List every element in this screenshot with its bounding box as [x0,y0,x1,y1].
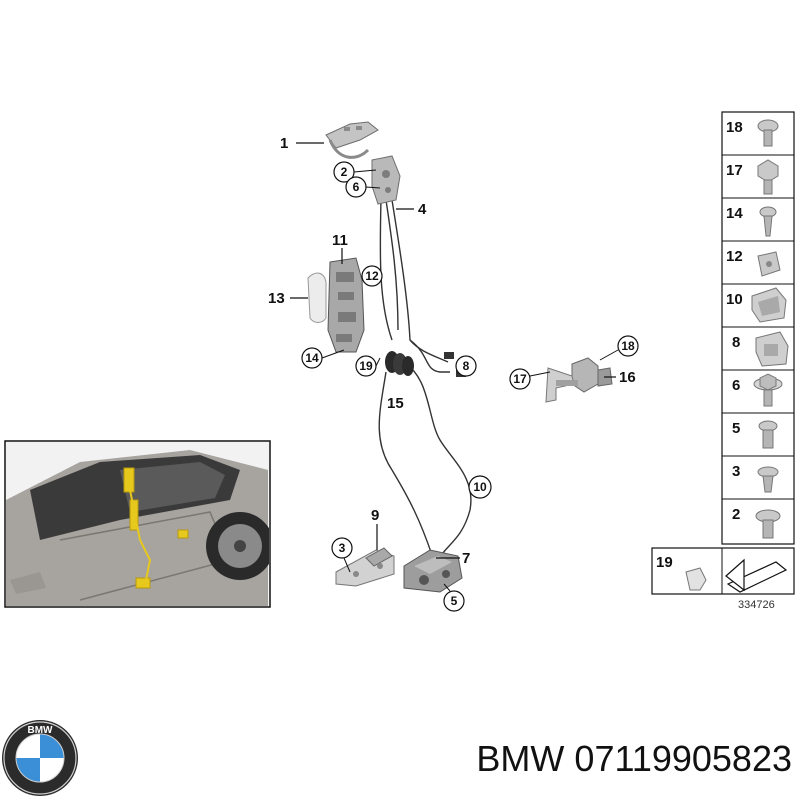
screw-14-icon [759,206,777,237]
legend-label-10: 10 [726,291,743,308]
part-16-door-check [545,357,613,403]
part-15-grommet [385,351,414,376]
bolt-17-icon [757,159,779,195]
cables [378,197,472,561]
callout-15: 15 [387,395,404,412]
fastener-legend: 18 17 14 12 10 8 6 5 3 2 [651,111,795,611]
screw-5-icon [758,420,778,449]
callout-4: 4 [418,201,427,218]
part-4-cable-housing [371,155,401,205]
screw-3-icon [757,466,779,493]
callout-14: 14 [305,351,319,365]
legend-label-3: 3 [732,463,740,480]
part-7-door-lock [403,549,463,593]
callout-12: 12 [365,269,379,283]
callout-18-circle [617,335,639,357]
leader-6 [365,186,381,189]
leader-19 [375,357,381,367]
callout-5: 5 [451,594,458,608]
legend-label-12: 12 [726,248,743,265]
bmw-logo-lettering: BMW [28,725,54,736]
part-13-cover [307,272,327,323]
clip-19-icon [685,567,707,591]
callout-19: 19 [359,359,373,373]
callout-2: 2 [341,165,348,179]
leader-5 [443,583,451,592]
highlighted-parts [123,467,189,589]
clip-10-icon [751,287,787,323]
screw-2-icon [755,509,781,539]
callout-3: 3 [339,541,346,555]
leader-2 [353,169,377,173]
screw-18-icon [757,119,779,147]
legend-label-2: 2 [732,506,740,523]
callout-17-circle [509,368,531,390]
bmw-logo: BMW [2,720,78,796]
callout-3-circle [331,537,353,559]
legend-label-14: 14 [726,205,743,222]
callout-11: 11 [332,232,348,249]
part-11-lock-carrier [327,257,365,353]
legend-label-8: 8 [732,334,740,351]
part-1-handle-bracket [325,121,379,159]
callout-12-circle [361,265,383,287]
callout-6: 6 [353,180,360,194]
callout-18: 18 [621,339,635,353]
callout-1: 1 [280,135,288,152]
callout-10-circle [468,475,492,499]
clip-8-icon [755,331,789,367]
clip-nut-12-icon [757,251,781,277]
leader-17 [529,371,551,377]
callout-10: 10 [473,480,487,494]
callout-9: 9 [371,507,379,524]
diagram-reference-number: 334726 [738,599,775,611]
callout-7: 7 [462,550,470,567]
brand-name: BMW [476,738,565,779]
callout-16: 16 [619,369,636,386]
callout-8: 8 [463,359,470,373]
legend-label-6: 6 [732,377,740,394]
legend-label-5: 5 [732,420,740,437]
car-inset [4,440,271,608]
leader-18 [599,349,619,361]
legend-label-17: 17 [726,162,743,179]
callout-8-circle [455,355,477,377]
legend-label-18: 18 [726,119,743,136]
callout-5-circle [443,590,465,612]
callout-17: 17 [513,372,527,386]
leader-14 [321,349,345,359]
part-number-caption: BMW 07119905823 [412,738,792,780]
part-9-striker-bracket [335,547,395,587]
leader-3 [343,557,351,573]
part-number: 07119905823 [574,738,792,779]
bolt-6-icon [753,373,783,407]
arrow-icon [725,558,788,593]
callout-13: 13 [268,290,285,307]
legend-label-19: 19 [656,554,673,571]
